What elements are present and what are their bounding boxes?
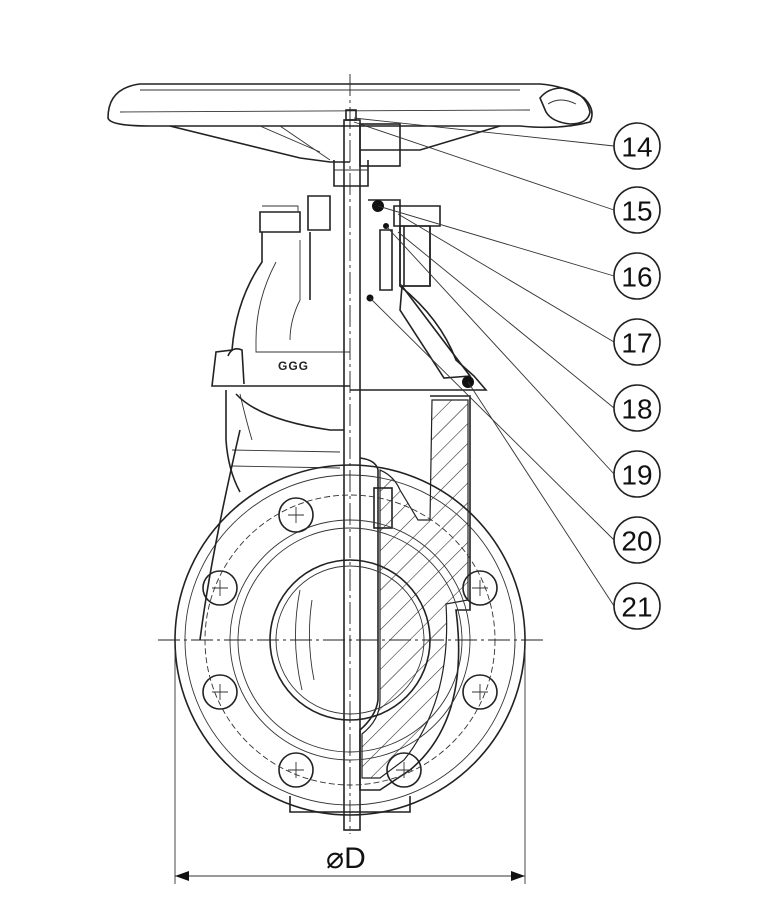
casting-mark: GGG xyxy=(278,359,309,373)
diameter-dimension: ⌀D xyxy=(174,650,526,884)
callout-21: 21 xyxy=(613,582,661,630)
svg-text:18: 18 xyxy=(621,394,652,425)
callout-18: 18 xyxy=(613,384,661,432)
diameter-symbol: ⌀ xyxy=(326,842,344,875)
flange-bolt-holes xyxy=(202,497,498,788)
callout-16: 16 xyxy=(613,252,661,300)
leader-lines xyxy=(353,117,615,607)
callout-14: 14 xyxy=(613,122,661,170)
callout-17: 17 xyxy=(613,318,661,366)
callout-20: 20 xyxy=(613,516,661,564)
callout-15: 15 xyxy=(613,186,661,234)
dimension-label: D xyxy=(344,842,366,875)
svg-text:14: 14 xyxy=(621,132,652,163)
valve-bonnet: GGG xyxy=(211,195,488,391)
svg-text:20: 20 xyxy=(621,526,652,557)
callout-19: 19 xyxy=(613,450,661,498)
svg-text:⌀D: ⌀D xyxy=(326,842,366,875)
svg-text:15: 15 xyxy=(621,196,652,227)
svg-text:16: 16 xyxy=(621,262,652,293)
svg-text:21: 21 xyxy=(621,592,652,623)
svg-text:17: 17 xyxy=(621,328,652,359)
handwheel xyxy=(107,83,593,167)
svg-text:19: 19 xyxy=(621,460,652,491)
